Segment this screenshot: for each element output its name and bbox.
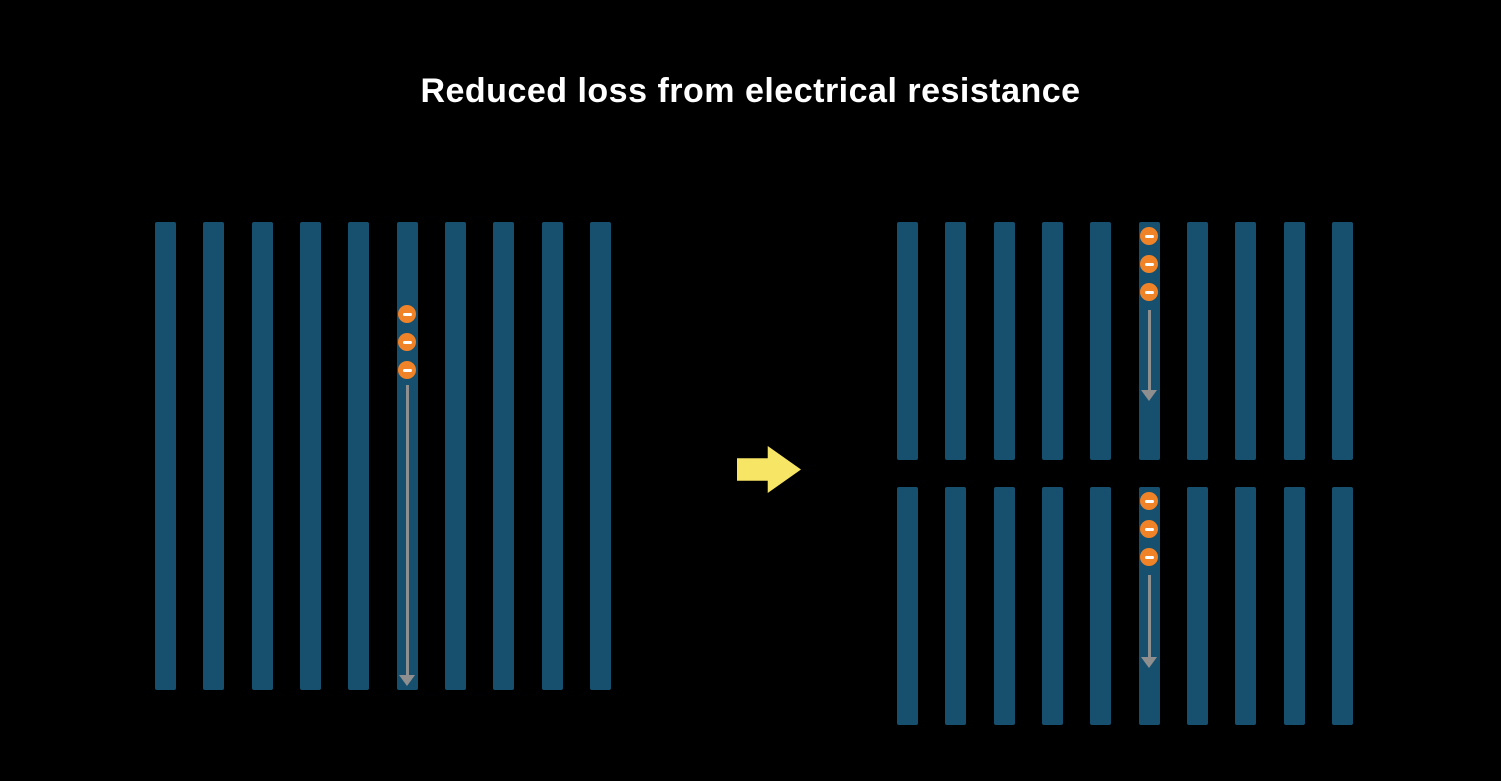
minus-symbol — [402, 368, 412, 372]
cell-finger-bar — [251, 222, 273, 690]
current-path-arrow — [1147, 310, 1151, 390]
cell-finger-bar — [1041, 487, 1063, 725]
minus-symbol — [402, 312, 412, 316]
cell-finger-bar — [493, 222, 515, 690]
cell-finger-bar — [1090, 222, 1112, 460]
minus-symbol — [1144, 262, 1154, 266]
arrow-head-icon — [399, 675, 416, 686]
cell-finger-bar — [1283, 487, 1305, 725]
electron-path — [1140, 487, 1159, 725]
electron-minus-icon — [398, 305, 417, 323]
current-path-arrow — [405, 385, 409, 675]
minus-symbol — [1144, 290, 1154, 294]
cell-finger-bar — [1235, 222, 1257, 460]
half-cell-top-panel — [897, 222, 1353, 460]
cell-finger-bar — [1090, 487, 1112, 725]
electron-minus-icon — [398, 361, 417, 379]
cell-finger-bar — [1331, 487, 1353, 725]
cell-finger-bar — [945, 222, 967, 460]
cell-finger-bar — [299, 222, 321, 690]
cell-finger-bar — [945, 487, 967, 725]
electron-minus-icon — [1140, 283, 1159, 301]
electron-minus-icon — [1140, 255, 1159, 273]
electron-minus-icon — [1140, 492, 1159, 510]
minus-symbol — [1144, 234, 1154, 238]
cell-finger-bar — [1186, 222, 1208, 460]
minus-symbol — [1144, 555, 1154, 559]
electron-minus-icon — [398, 333, 417, 351]
cell-finger-bar — [1331, 222, 1353, 460]
cell-finger-bar — [1235, 487, 1257, 725]
half-cell-bottom-panel — [897, 487, 1353, 725]
cell-finger-bar — [897, 487, 918, 725]
minus-symbol — [1144, 527, 1154, 531]
arrow-head-icon — [1141, 390, 1158, 401]
cell-finger-bar — [1283, 222, 1305, 460]
cell-finger-bar — [589, 222, 611, 690]
cell-finger-bar — [348, 222, 370, 690]
cell-finger-bar — [1041, 222, 1063, 460]
cell-finger-bar — [993, 222, 1015, 460]
arrow-head-icon — [1141, 657, 1158, 668]
cell-finger-bar — [444, 222, 466, 690]
electron-minus-icon — [1140, 548, 1159, 566]
minus-symbol — [1144, 499, 1154, 503]
cell-finger-bar — [1186, 487, 1208, 725]
cell-finger-bar — [541, 222, 563, 690]
cell-finger-bar — [897, 222, 918, 460]
current-path-arrow — [1147, 575, 1151, 657]
cell-finger-bar — [203, 222, 225, 690]
full-cell-panel — [155, 222, 611, 690]
diagram-title: Reduced loss from electrical resistance — [420, 72, 1081, 110]
electron-path — [1140, 222, 1159, 460]
electron-minus-icon — [1140, 227, 1159, 245]
right-arrow-icon — [737, 446, 801, 493]
minus-symbol — [402, 340, 412, 344]
electron-path — [398, 222, 417, 690]
cell-finger-bar — [993, 487, 1015, 725]
cell-finger-bar — [155, 222, 176, 690]
electron-minus-icon — [1140, 520, 1159, 538]
